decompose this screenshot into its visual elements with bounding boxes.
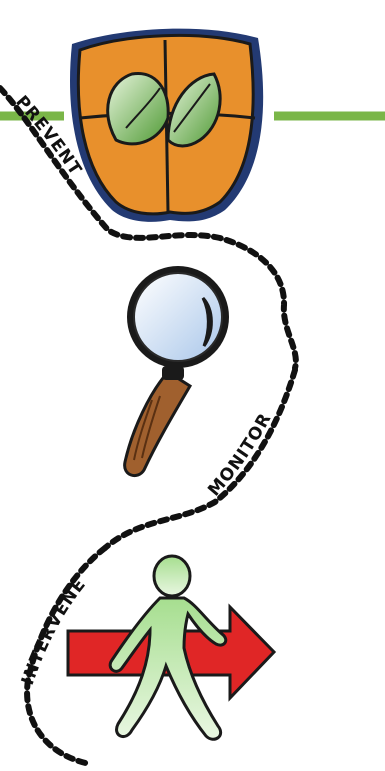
step-label-monitor: MONITOR [204,410,276,501]
walking-person-arrow-icon [66,554,277,741]
magnifying-glass-icon [123,266,229,478]
shield-leaf-icon [70,28,264,222]
dotted-route [0,85,299,767]
